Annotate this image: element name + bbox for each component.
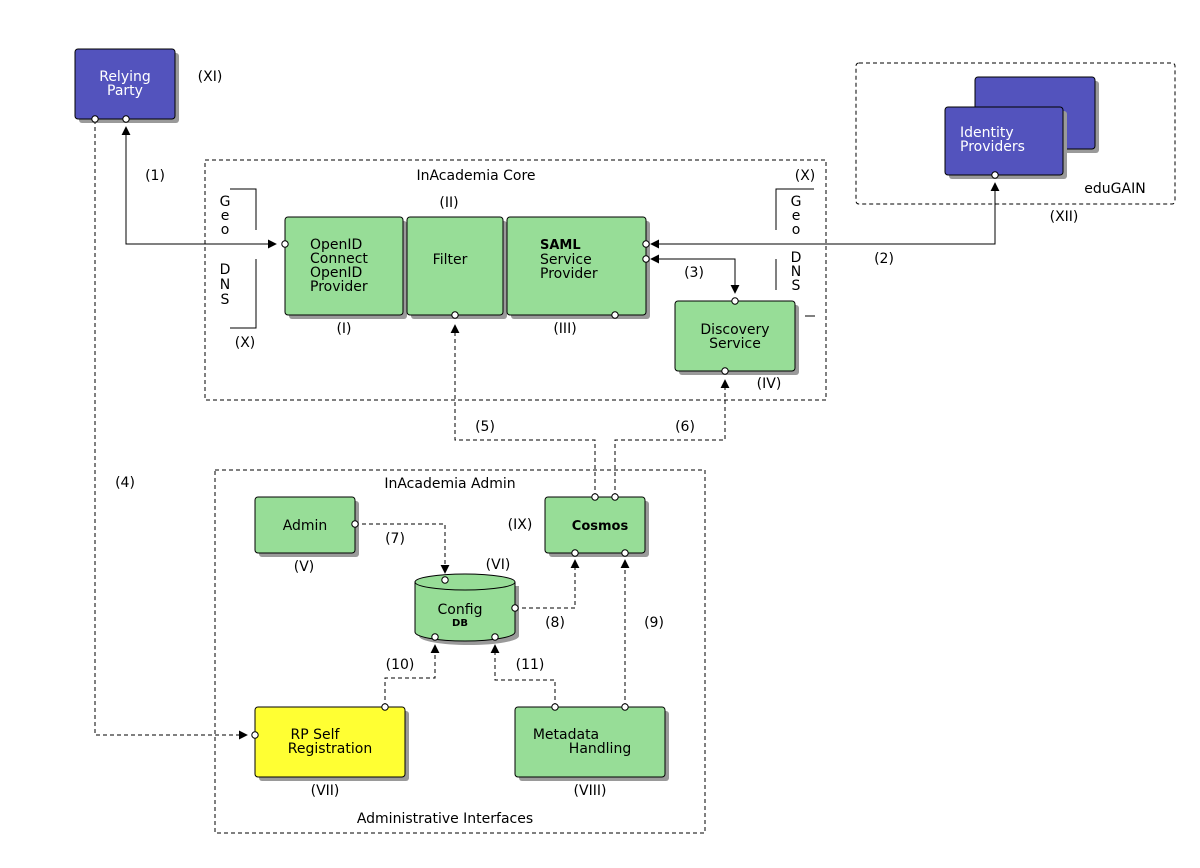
admin-group-title: InAcademia Admin (384, 476, 515, 492)
svg-text:OpenID: OpenID (310, 237, 362, 253)
flow-label-11: (11) (516, 657, 545, 673)
cosmos-node[interactable]: Cosmos (544, 496, 649, 557)
metadata-handling-node[interactable]: Metadata Handling (514, 706, 669, 781)
flow-label-5: (5) (475, 419, 495, 435)
svg-text:OpenID: OpenID (310, 265, 362, 281)
svg-text:RP Self: RP Self (291, 727, 341, 743)
flow-label-7: (7) (385, 531, 405, 547)
svg-text:Discovery: Discovery (700, 322, 769, 338)
svg-text:Cosmos: Cosmos (572, 519, 629, 534)
svg-text:D: D (791, 250, 802, 266)
flow-11-connector (490, 644, 556, 707)
svg-text:Service: Service (540, 252, 592, 268)
svg-text:Admin: Admin (283, 518, 328, 534)
geo-left-label: G e o (220, 194, 231, 238)
svg-text:Handling: Handling (569, 741, 631, 757)
geo-left-bracket (230, 188, 257, 230)
label-xi: (XI) (198, 69, 223, 85)
label-ix: (IX) (508, 517, 533, 533)
flow-10-connector (384, 644, 440, 707)
admin-group-box (214, 469, 706, 834)
discovery-service-node[interactable]: Discovery Service (674, 300, 799, 375)
flow-label-2: (2) (874, 251, 894, 267)
flow-6-connector (614, 379, 730, 497)
svg-text:Relying: Relying (99, 69, 151, 85)
edugain-group-title: eduGAIN (1084, 181, 1145, 197)
svg-text:Service: Service (709, 336, 761, 352)
svg-text:SAML: SAML (540, 238, 581, 253)
svg-text:Identity: Identity (960, 125, 1014, 141)
relying-party-node[interactable]: Relying Party (74, 48, 179, 123)
dns-left-bracket (230, 259, 257, 329)
flow-label-10: (10) (386, 657, 415, 673)
svg-text:Registration: Registration (288, 741, 372, 757)
dns-left-label: D N S (220, 262, 231, 308)
label-v: (V) (294, 559, 315, 575)
svg-text:o: o (221, 222, 230, 238)
label-iv: (IV) (757, 376, 782, 392)
saml-service-provider-node[interactable]: SAML Service Provider (506, 216, 650, 319)
geo-right-label: G e o (791, 194, 802, 238)
flow-8-connector (515, 559, 580, 609)
flow-3-connector (650, 254, 740, 294)
core-group-box (204, 159, 827, 401)
svg-text:o: o (792, 222, 801, 238)
svg-text:Filter: Filter (433, 252, 468, 268)
label-iii: (III) (553, 321, 576, 337)
label-viii: (VIII) (574, 783, 607, 799)
label-x-left: (X) (235, 335, 256, 351)
core-group-title: InAcademia Core (416, 168, 535, 184)
label-x-right: (X) (795, 168, 816, 184)
flow-4-connector (94, 120, 248, 740)
flow-label-9: (9) (644, 615, 664, 631)
label-vii: (VII) (311, 783, 340, 799)
filter-node[interactable]: Filter (406, 216, 507, 319)
flow-label-3: (3) (684, 265, 704, 281)
svg-text:DB: DB (452, 618, 468, 629)
svg-text:S: S (221, 292, 230, 308)
admin-node[interactable]: Admin (254, 496, 359, 557)
rp-self-registration-node[interactable]: RP Self Registration (254, 706, 409, 781)
svg-text:Provider: Provider (310, 279, 368, 295)
openid-connect-provider-node[interactable]: OpenID Connect OpenID Provider (284, 216, 407, 319)
flow-5-connector (450, 324, 596, 497)
flow-label-8: (8) (545, 615, 565, 631)
dns-right-label: D N S (791, 250, 802, 294)
flow-2-connector (650, 182, 1000, 249)
label-vi: (VI) (486, 557, 511, 573)
flow-label-1: (1) (145, 168, 165, 184)
svg-text:D: D (220, 262, 231, 278)
admin-interfaces-title: Administrative Interfaces (357, 811, 533, 827)
label-xii: (XII) (1050, 209, 1079, 225)
connection-ports (91, 115, 999, 739)
identity-providers-node[interactable]: Identity Providers (944, 76, 1099, 179)
svg-text:N: N (791, 264, 801, 280)
flow-label-6: (6) (675, 419, 695, 435)
edugain-group-box (855, 62, 1176, 205)
flow-label-4: (4) (115, 475, 135, 491)
svg-text:Connect: Connect (310, 251, 368, 267)
label-i: (I) (336, 321, 351, 337)
config-db-node[interactable]: Config DB (414, 573, 519, 645)
label-ii: (II) (439, 195, 458, 211)
svg-text:S: S (792, 278, 801, 294)
flow-7-connector (355, 523, 450, 574)
svg-text:Providers: Providers (960, 139, 1025, 155)
svg-text:Party: Party (107, 83, 143, 99)
svg-text:Provider: Provider (540, 266, 598, 282)
flow-1-connector (121, 126, 277, 249)
svg-text:Config: Config (438, 602, 483, 618)
svg-text:N: N (220, 277, 230, 293)
svg-text:Metadata: Metadata (533, 727, 599, 743)
